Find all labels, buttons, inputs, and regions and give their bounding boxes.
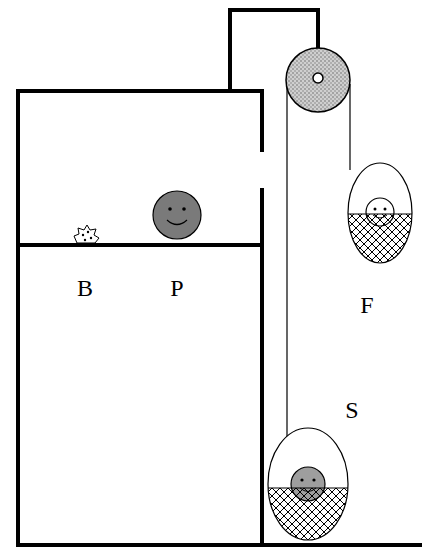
ball-b: [74, 225, 99, 243]
pulley-axle: [313, 73, 323, 83]
part-label: F: [360, 293, 373, 317]
basket-f: [346, 163, 414, 266]
part-label: S: [345, 398, 358, 422]
pulley-wheel: [286, 48, 350, 112]
building: [16, 10, 422, 545]
person-p: [153, 191, 201, 239]
rope: [287, 82, 350, 440]
part-label: P: [170, 276, 183, 300]
basket-s: [266, 428, 350, 544]
part-label: B: [77, 276, 93, 300]
